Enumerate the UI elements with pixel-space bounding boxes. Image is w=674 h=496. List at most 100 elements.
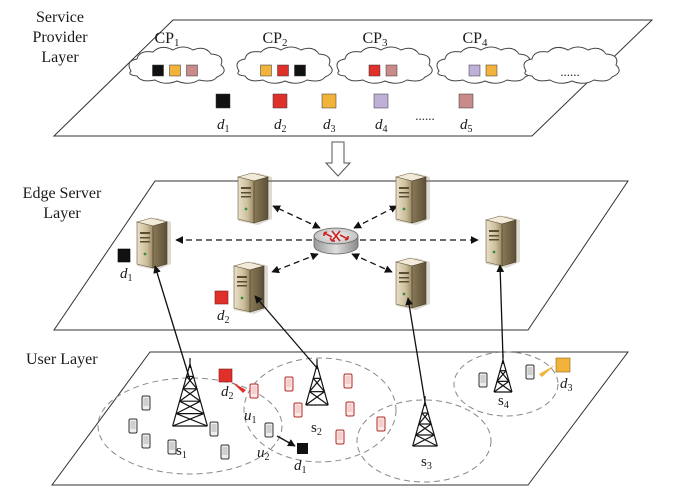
cloud-shape bbox=[436, 46, 533, 84]
link-s2-server bbox=[254, 295, 318, 369]
cloud-cp3: CP3 bbox=[336, 30, 433, 84]
edge-d2-label: d2 bbox=[217, 308, 230, 326]
user-u1-label: u1 bbox=[244, 408, 257, 426]
cell-s2-label: s2 bbox=[311, 420, 322, 438]
request-d1-square bbox=[297, 443, 308, 454]
cp-content-square bbox=[485, 64, 498, 77]
cell-s3-label: s3 bbox=[421, 454, 432, 472]
cloud-cp1: CP1 bbox=[128, 30, 225, 84]
backhaul-links bbox=[153, 264, 505, 403]
edge-cache-d2 bbox=[214, 290, 229, 305]
req-d2-label: d2 bbox=[221, 384, 234, 402]
cell-s1-label: s1 bbox=[176, 443, 187, 461]
coverage-s4 bbox=[453, 351, 559, 417]
link-router-server-top-right bbox=[353, 205, 398, 229]
phone-icon bbox=[525, 364, 535, 380]
phone-icon bbox=[284, 376, 294, 392]
cp-label: CP2 bbox=[262, 30, 287, 49]
server-top-right-icon bbox=[394, 172, 430, 225]
legend-item: d3 bbox=[321, 93, 337, 135]
cp-content-square bbox=[294, 64, 306, 77]
edge-servers bbox=[135, 172, 520, 314]
edge-layer-label-1: Edge Server bbox=[23, 185, 102, 202]
server-left-icon bbox=[135, 217, 171, 270]
cp-content-square bbox=[186, 64, 198, 77]
edge-cache-d1 bbox=[117, 248, 131, 263]
tower-s1-icon bbox=[172, 358, 208, 427]
coverage-s3 bbox=[356, 399, 492, 483]
legend-label: d3 bbox=[323, 117, 336, 135]
legend-swatch bbox=[272, 93, 288, 109]
server-top-left-icon bbox=[236, 172, 272, 225]
phone-icon bbox=[249, 383, 259, 399]
request-d3-square bbox=[555, 357, 571, 373]
router-icon bbox=[313, 227, 359, 255]
request-d1-arrow bbox=[276, 435, 296, 447]
link-s4-server bbox=[496, 264, 505, 359]
cell-s4-label: s4 bbox=[498, 393, 509, 411]
link-router-server-top-left bbox=[272, 205, 321, 229]
cp-content-square bbox=[368, 64, 381, 77]
legend-swatch bbox=[458, 93, 474, 109]
link-router-server-lower-right bbox=[351, 253, 393, 273]
phone-icon bbox=[220, 444, 230, 460]
legend-item: d4 bbox=[373, 93, 389, 135]
legend-swatch bbox=[373, 93, 389, 109]
edge-links bbox=[175, 205, 479, 274]
legend-item: d2 bbox=[272, 93, 288, 135]
phone-icon bbox=[293, 402, 303, 418]
cp-content-square bbox=[169, 64, 181, 77]
coverage-s1 bbox=[97, 377, 283, 475]
edge-layer-label-2: Layer bbox=[43, 205, 81, 222]
base-stations bbox=[172, 354, 513, 447]
cp-content-square bbox=[152, 64, 164, 77]
cloud-shape bbox=[336, 46, 433, 84]
tower-s2-icon bbox=[305, 359, 329, 406]
sp-layer-label-1: Service bbox=[36, 9, 84, 26]
legend-swatch bbox=[321, 93, 337, 109]
link-router-server-mid bbox=[271, 252, 319, 274]
req-d1-label: d1 bbox=[294, 458, 307, 476]
coverage-s2 bbox=[243, 357, 397, 463]
cp-label: CP3 bbox=[362, 30, 388, 49]
edge-server-plane bbox=[53, 180, 629, 331]
phone-icon bbox=[167, 439, 177, 455]
server-right-icon bbox=[484, 215, 520, 268]
phone-icon bbox=[141, 433, 151, 449]
hollow-down-arrow-icon bbox=[324, 141, 352, 177]
user-u2-label: u2 bbox=[257, 445, 270, 463]
edge-d1-label: d1 bbox=[120, 266, 133, 284]
legend-swatch bbox=[215, 93, 231, 109]
cp-label: CP4 bbox=[462, 30, 488, 49]
phone-icon bbox=[478, 372, 488, 388]
cloud-shape bbox=[523, 46, 620, 84]
link-s1-server bbox=[153, 265, 191, 381]
sp-layer-label-3: Layer bbox=[41, 49, 79, 66]
legend-label: d4 bbox=[375, 117, 388, 135]
cp-content-square bbox=[385, 64, 398, 77]
request-d2-beam bbox=[232, 382, 246, 393]
sp-layer-label-2: Provider bbox=[32, 29, 88, 46]
server-lower-right-icon bbox=[394, 257, 430, 310]
user-layer-label: User Layer bbox=[26, 351, 98, 368]
req-d3-label: d3 bbox=[560, 376, 573, 394]
legend-label: d5 bbox=[460, 117, 473, 135]
cp-label: CP1 bbox=[154, 30, 179, 49]
phone-icon bbox=[335, 429, 345, 445]
content-provider-clouds: CP1 CP2 CP3 CP4...... bbox=[128, 30, 620, 84]
link-s3-server bbox=[405, 297, 426, 403]
cloud-cp4: CP4 bbox=[436, 30, 533, 84]
phone-icon bbox=[376, 416, 386, 432]
cloud-ellipsis: ...... bbox=[560, 64, 580, 79]
phone-icon bbox=[343, 373, 353, 389]
cp-content-square bbox=[277, 64, 289, 77]
phone-icon bbox=[128, 418, 138, 434]
user-devices bbox=[128, 364, 535, 460]
phone-icon bbox=[345, 401, 355, 417]
legend-label: d2 bbox=[274, 117, 287, 135]
legend-label: d1 bbox=[217, 117, 230, 135]
legend-item: d5 bbox=[458, 93, 474, 135]
cp-content-square bbox=[468, 64, 481, 77]
